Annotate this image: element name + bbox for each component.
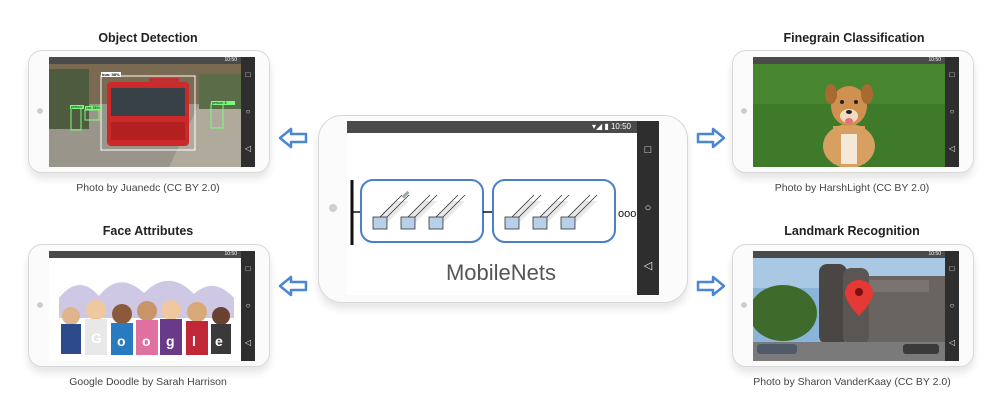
object-detection-screen: 10:50 □ ○ ◁ bus: 98% person: car: 88% pers… <box>49 57 255 167</box>
recents-icon[interactable]: □ <box>644 144 652 156</box>
phone-speaker <box>37 108 43 114</box>
home-icon[interactable]: ○ <box>949 300 955 310</box>
person-right-label: person: 8 <box>212 101 227 105</box>
landmark-photo <box>753 258 945 361</box>
bus-street-photo: bus: 98% person: car: 88% person: 8 <box>49 64 241 167</box>
location-pin-icon <box>845 280 873 316</box>
recents-icon[interactable]: □ <box>949 70 955 80</box>
phone-speaker <box>741 302 747 308</box>
landmark-title: Landmark Recognition <box>784 224 920 238</box>
person-left-label: person: <box>71 105 83 109</box>
nav-bar: □ ○ ◁ <box>637 121 659 295</box>
bus-label: bus: 98% <box>102 72 120 77</box>
mobilenet-diagram: ooo MobileNets <box>350 179 636 285</box>
center-screen: ▾◢ ▮ 10:50 □ ○ ◁ <box>347 121 659 295</box>
finegrain-title: Finegrain Classification <box>783 31 925 45</box>
face-attributes-phone: 10:50 □ ○ ◁ G o o g l e <box>28 244 270 367</box>
back-icon[interactable]: ◁ <box>244 143 252 153</box>
face-attributes-screen: 10:50 □ ○ ◁ G o o g l e <box>49 251 255 361</box>
block-1-layers <box>372 190 466 230</box>
finegrain-phone: 10:50 □ ○ ◁ <box>732 50 974 173</box>
landmark-caption: Photo by Sharon VanderKaay (CC BY 2.0) <box>753 376 951 388</box>
status-time: 10:50 <box>928 251 941 257</box>
object-detection-phone: 10:50 □ ○ ◁ bus: 98% person: car: 88% pers… <box>28 50 270 173</box>
doodle-letter-g2: g <box>166 333 175 349</box>
back-icon[interactable]: ◁ <box>244 337 252 347</box>
arrow-left-top-icon <box>278 127 308 149</box>
status-bar: ▾◢ ▮ 10:50 <box>347 121 637 133</box>
status-bar: 10:50 <box>49 251 241 258</box>
doodle-image: G o o g l e <box>49 258 241 361</box>
phone-speaker <box>741 108 747 114</box>
home-icon[interactable]: ○ <box>245 300 251 310</box>
ellipsis: ooo <box>618 208 636 220</box>
finegrain-caption: Photo by HarshLight (CC BY 2.0) <box>774 182 930 194</box>
back-icon[interactable]: ◁ <box>948 143 956 153</box>
wifi-icon: ▾◢ ▮ <box>591 122 611 131</box>
nav-bar: □ ○ ◁ <box>241 251 255 361</box>
block-2-layers <box>504 194 598 230</box>
face-attributes-caption: Google Doodle by Sarah Harrison <box>69 376 227 388</box>
home-icon[interactable]: ○ <box>949 106 955 116</box>
nav-bar: □ ○ ◁ <box>241 57 255 167</box>
face-attributes-title: Face Attributes <box>102 224 194 238</box>
back-icon[interactable]: ◁ <box>948 337 956 347</box>
mobilenets-label: MobileNets <box>446 260 556 285</box>
back-icon[interactable]: ◁ <box>643 260 653 272</box>
home-icon[interactable]: ○ <box>245 106 251 116</box>
recents-icon[interactable]: □ <box>949 264 955 274</box>
dog-photo <box>753 64 945 167</box>
arrow-right-bottom-icon <box>696 275 726 297</box>
finegrain-screen: 10:50 □ ○ ◁ <box>753 57 959 167</box>
nav-bar: □ ○ ◁ <box>945 57 959 167</box>
arrow-left-bottom-icon <box>278 275 308 297</box>
object-detection-caption: Photo by Juanedc (CC BY 2.0) <box>76 182 220 194</box>
doodle-letter-g: G <box>91 330 102 346</box>
arrow-right-top-icon <box>696 127 726 149</box>
status-time: 10:50 <box>610 122 631 131</box>
status-time: 10:50 <box>224 57 237 63</box>
phone-speaker <box>37 302 43 308</box>
status-time: 10:50 <box>224 251 237 257</box>
doodle-letter-l: l <box>192 333 196 349</box>
car-label: car: 88% <box>86 106 100 110</box>
status-bar: 10:50 <box>753 57 945 64</box>
doodle-people <box>61 300 231 355</box>
object-detection-title: Object Detection <box>98 31 198 45</box>
recents-icon[interactable]: □ <box>245 264 251 274</box>
doodle-letter-o2: o <box>142 333 151 349</box>
doodle-letter-e: e <box>215 333 223 349</box>
nav-bar: □ ○ ◁ <box>945 251 959 361</box>
doodle-letter-o1: o <box>117 333 126 349</box>
status-bar: 10:50 <box>753 251 945 258</box>
center-phone: ▾◢ ▮ 10:50 □ ○ ◁ <box>318 115 688 303</box>
phone-speaker <box>329 204 337 212</box>
home-icon[interactable]: ○ <box>644 202 652 214</box>
status-time: 10:50 <box>928 57 941 63</box>
landmark-phone: 10:50 □ ○ ◁ <box>732 244 974 367</box>
status-bar: 10:50 <box>49 57 241 64</box>
landmark-screen: 10:50 □ ○ ◁ <box>753 251 959 361</box>
recents-icon[interactable]: □ <box>245 70 251 80</box>
